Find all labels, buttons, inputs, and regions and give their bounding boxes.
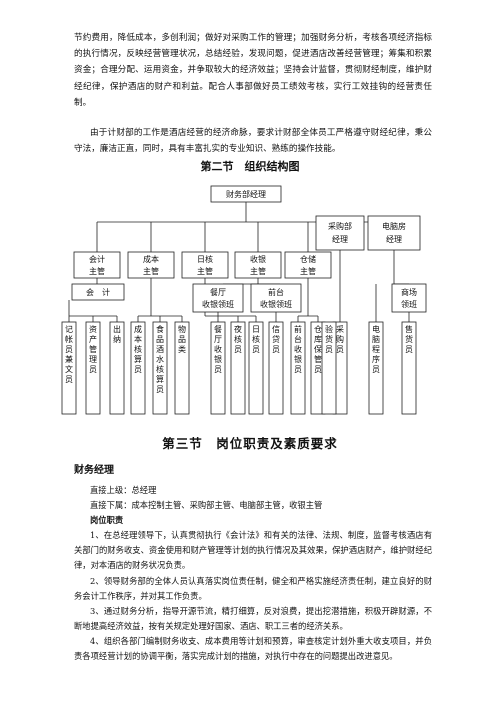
org-label-purchase-manager: 采购部 — [328, 221, 352, 231]
org-label-cashier-supervisor: 收银 — [250, 254, 266, 264]
org-box-frontdesk-cashier-lead — [250, 283, 302, 313]
org-staff-box-12 — [321, 321, 337, 415]
org-staff-label-3: 成本核算员 — [134, 324, 142, 374]
org-box-mall-lead — [391, 283, 427, 313]
org-box-finance-manager — [210, 185, 282, 203]
org-staff-label-8: 日核员 — [252, 325, 260, 354]
org-staff-label-4: 食品酒水核算员 — [156, 324, 164, 394]
org-staff-box-6 — [210, 321, 226, 415]
org-staff-label-2: 出纳 — [113, 324, 121, 344]
org-staff-box-4 — [152, 321, 168, 415]
org-label-accounting-supervisor-2: 主管 — [89, 266, 105, 276]
org-box-cashier-supervisor — [234, 251, 282, 279]
org-staff-box-1 — [85, 321, 101, 415]
org-staff-label-6: 餐厅收银员 — [214, 325, 222, 374]
org-staff-label-14: 电脑程序员 — [372, 324, 380, 374]
org-box-computer-manager — [367, 215, 421, 251]
org-label-cost-supervisor-2: 主管 — [143, 266, 159, 276]
org-box-storage-supervisor — [284, 251, 332, 279]
section-3-title: 第三节 岗位职责及素质要求 — [162, 436, 338, 451]
org-label-frontdesk-cashier-lead-2: 收银领班 — [260, 299, 292, 309]
org-staff-box-3 — [130, 321, 146, 415]
org-staff-box-0 — [61, 321, 77, 415]
intro-paragraph-2: 由于计财部的工作是酒店经营的经济命脉，要求计财部全体员工严格遵守财经纪律，秉公守… — [74, 128, 432, 155]
duty-item-3: 3、通过财务分析，指导开源节流，精打细算，反对浪费，提出挖潜措施，积极开辟财源，… — [74, 606, 432, 632]
org-staff-box-8 — [248, 321, 264, 415]
org-label-daily-audit-supervisor-2: 主管 — [197, 266, 213, 276]
org-label-purchase-manager-2: 经理 — [332, 234, 348, 244]
org-label-mall-lead-2: 领班 — [401, 299, 417, 309]
org-label-mall-lead: 商场 — [401, 287, 417, 297]
org-box-accountant — [71, 283, 125, 301]
org-box-daily-audit-supervisor — [181, 251, 229, 279]
org-staff-box-9 — [268, 321, 284, 415]
direct-superior: 直接上级：总经理 — [90, 485, 157, 495]
section-2-title: 第二节 组织结构图 — [200, 160, 300, 173]
org-staff-label-15: 售货员 — [405, 324, 413, 354]
org-label-accountant: 会 计 — [86, 287, 110, 297]
org-staff-box-15 — [401, 321, 417, 415]
duty-item-1: 1、在总经理领导下，认真贯彻执行《会计法》和有关的法律、法规、制度，监督考核酒店… — [74, 530, 432, 571]
org-staff-label-13: 采购员 — [336, 324, 344, 354]
org-staff-box-2 — [109, 321, 125, 415]
org-label-accounting-supervisor: 会计 — [89, 254, 105, 264]
direct-subordinates: 直接下属：成本控制主管、采购部主管、电脑部主管，收银主管 — [90, 500, 323, 510]
org-label-storage-supervisor-2: 主管 — [300, 266, 316, 276]
duties-heading: 岗位职责 — [90, 515, 124, 525]
org-box-purchase-manager — [315, 215, 365, 251]
intro-paragraph-1: 节约费用，降低成本，多创利润；做好对采购工作的管理；加强财务分析，考核各项经济指… — [74, 33, 432, 108]
duty-item-4: 4、组织各部门编制财务收支、成本费用等计划和预算，审查核定计划外重大收支项目，并… — [74, 636, 432, 662]
org-label-computer-manager: 电脑房 — [382, 221, 406, 231]
org-label-restaurant-cashier-lead-2: 收银领班 — [202, 299, 234, 309]
org-label-cost-supervisor: 成本 — [143, 254, 159, 264]
org-staff-label-0: 记帐员兼文员 — [65, 325, 73, 384]
org-box-cost-supervisor — [127, 251, 175, 279]
org-staff-box-7 — [230, 321, 246, 415]
org-staff-label-5: 物品类 — [178, 324, 186, 354]
org-label-storage-supervisor: 仓储 — [300, 254, 316, 264]
org-box-restaurant-cashier-lead — [192, 283, 244, 313]
org-staff-box-10 — [290, 321, 306, 415]
org-staff-label-9: 信贷员 — [272, 324, 280, 354]
org-label-daily-audit-supervisor: 日核 — [197, 254, 213, 264]
role-title: 财务经理 — [74, 465, 114, 476]
org-staff-label-11: 仓库保管员 — [314, 324, 322, 374]
org-label-computer-manager-2: 经理 — [386, 234, 402, 244]
org-staff-label-12: 验货员 — [325, 324, 333, 354]
org-staff-label-10: 前台收银员 — [294, 324, 302, 374]
org-staff-box-14 — [368, 321, 384, 415]
org-staff-row: 记帐员兼文员 资产管理员 出纳 成本核算员 食品酒水核算员 物品类 餐厅收银员 夜核员 日核员 信… — [61, 321, 417, 415]
org-label-restaurant-cashier-lead: 餐厅 — [210, 288, 226, 297]
org-label-cashier-supervisor-2: 主管 — [250, 266, 266, 276]
org-label-frontdesk-cashier-lead: 前台 — [268, 287, 284, 297]
org-staff-label-7: 夜核员 — [234, 324, 242, 354]
org-label-finance-manager: 财务部经理 — [226, 189, 266, 199]
duty-item-2: 2、领导财务部的全体人员认真落实岗位责任制，健全和严格实施经济责任制，建立良好的… — [74, 576, 432, 602]
org-staff-box-5 — [174, 321, 190, 415]
org-box-accounting-supervisor — [73, 251, 121, 279]
org-staff-label-1: 资产管理员 — [89, 324, 97, 374]
